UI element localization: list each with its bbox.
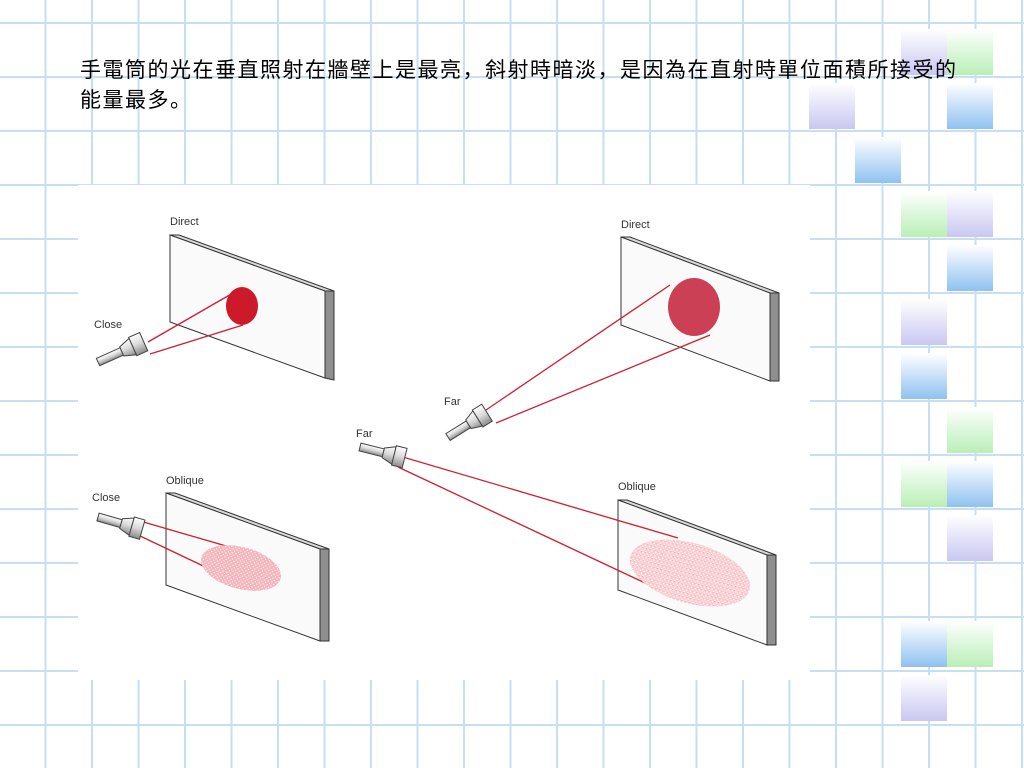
light-spot [668, 278, 720, 336]
light-beam-edge [395, 454, 679, 539]
decor-tile [901, 191, 947, 237]
light-spot [201, 545, 281, 591]
decor-tile [809, 83, 855, 129]
decor-tile [901, 29, 947, 75]
light-spot [629, 539, 751, 607]
flashlight-diagram: Direct Close Direct [78, 185, 810, 680]
distance-label: Close [92, 492, 120, 504]
light-beam-edge [397, 466, 661, 591]
light-beam-edge [149, 324, 244, 355]
light-beam-edge [147, 292, 234, 343]
wall-label: Direct [170, 216, 199, 228]
distance-label: Far [356, 428, 373, 440]
panel-direct-far: Direct Far [444, 219, 780, 442]
decor-tile [901, 675, 947, 721]
flashlight-icon [95, 331, 149, 367]
decor-tile [901, 461, 947, 507]
wall-label: Oblique [166, 475, 204, 487]
decor-tile [901, 353, 947, 399]
flashlight-icon [96, 512, 146, 540]
decor-tile [947, 83, 993, 129]
decor-tile [947, 245, 993, 291]
panel-oblique-far: Oblique Far [356, 428, 777, 646]
wall-label: Oblique [618, 481, 656, 493]
distance-label: Far [444, 396, 461, 408]
light-spot [226, 287, 258, 325]
panel-direct-close: Direct Close [94, 216, 335, 381]
panel-oblique-close: Oblique Close [92, 475, 330, 642]
wall-label: Direct [621, 219, 650, 231]
decor-tile [901, 299, 947, 345]
distance-label: Close [94, 319, 122, 331]
flashlight-icon [358, 442, 408, 469]
decor-tile [947, 461, 993, 507]
slide-caption: 手電筒的光在垂直照射在牆壁上是最亮，斜射時暗淡，是因為在直射時單位面積所接受的能… [80, 58, 958, 112]
light-beam-edge [495, 334, 711, 424]
decor-tile [947, 191, 993, 237]
light-beam-edge [139, 520, 234, 549]
decor-tile [947, 29, 993, 75]
decor-tile [947, 621, 993, 667]
light-beam-edge [485, 284, 671, 411]
flashlight-icon [445, 403, 493, 442]
decor-tile [947, 407, 993, 453]
decor-tile [901, 621, 947, 667]
decor-tile [855, 137, 901, 183]
decor-tile [947, 515, 993, 561]
